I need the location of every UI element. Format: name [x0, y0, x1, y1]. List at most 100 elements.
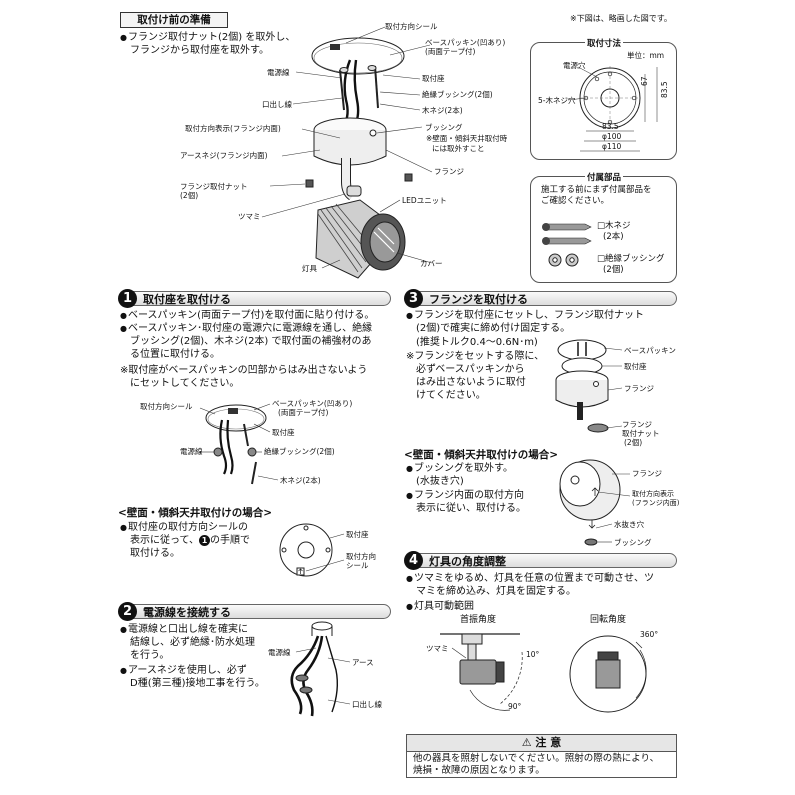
s3-line-6: はみ出さないように取付 [406, 377, 526, 388]
s4-header: 灯具の角度調整 [406, 553, 677, 568]
s1-wall-label-dir: 取付方向 [346, 552, 376, 561]
prep-label-nut: フランジ取付ナット [180, 182, 248, 191]
s3-title: フランジを取付ける [429, 293, 528, 306]
prep-label-light: 灯具 [302, 264, 317, 273]
prep-label-led: LEDユニット [402, 196, 447, 205]
caution-title: 注 意 [535, 736, 562, 749]
prep-label-seal: 取付方向シール [385, 22, 438, 31]
s2-line-1: 電源線と口出し線を確実に [120, 623, 248, 637]
caution-header: ⚠ 注 意 [407, 735, 676, 752]
s1-label-screw: 木ネジ(2本) [280, 476, 321, 485]
s2-line-4: アースネジを使用し、必ず [120, 664, 247, 678]
s1-label-packing2: (両面テープ付) [278, 408, 329, 417]
prep-title: 取付け前の準備 [137, 14, 211, 26]
s2-line-5: D種(第三種)接地工事を行う。 [130, 678, 265, 689]
s3-line-4: ※フランジをセットする際に、 [406, 351, 545, 362]
s1-wall-2-num: 1 [199, 535, 210, 546]
s3-line-2: (2個)で確実に締め付け固定する。 [416, 323, 571, 334]
prep-label-nut2: (2個) [180, 191, 199, 200]
s3-wall-3: フランジ内面の取付方向 [406, 489, 524, 503]
dims-d4: φ100 [602, 132, 622, 141]
s1-title: 取付座を取付ける [143, 293, 231, 306]
s3-wall-label-dir: 取付方向表示 [632, 490, 674, 498]
dims-d5: φ110 [602, 142, 622, 151]
s1-line-1: ベースパッキン(両面テープ付)を取付面に貼り付ける。 [120, 309, 374, 323]
prep-label-wall: ※壁面・傾斜天井取付時 [426, 134, 508, 143]
s3-wall-title: <壁面・傾斜天井取付けの場合> [404, 449, 559, 461]
s1-line-5: ※取付座がベースパッキンの凹部からはみ出さないよう [120, 365, 368, 376]
bushing-icon [548, 253, 579, 267]
s4-angle-90: 90° [508, 702, 522, 711]
s3-wall-2: (水抜き穴) [416, 476, 464, 487]
s3-wall-1: ブッシングを取外す。 [406, 462, 513, 476]
acc-item-2: □絶縁ブッシング [597, 254, 665, 264]
s3-line-7: けてください。 [406, 390, 486, 401]
s1-line-4: る位置に取付ける。 [130, 349, 220, 360]
s3-wall-label-flange: フランジ [632, 469, 662, 478]
s3-label-flange: フランジ [624, 384, 654, 393]
prep-text-2: フランジから取付座を取外す。 [130, 45, 269, 56]
s2-line-2: 結線し、必ず絶縁･防水処理 [130, 637, 255, 648]
s3-header: フランジを取付ける [406, 291, 677, 306]
screw-icon [542, 223, 592, 245]
prep-label-knob: ツマミ [238, 212, 261, 221]
s1-header: 取付座を取付ける [120, 291, 391, 306]
caution-line-2: 焼損・故障の原因となります。 [413, 765, 545, 776]
top-note: ※下図は、略画した図です。 [570, 14, 672, 23]
acc-item-1b: (2本) [603, 232, 624, 242]
s1-label-base: 取付座 [272, 428, 295, 437]
s3-label-nut3: (2個) [624, 438, 643, 447]
s1-wall-3: 取付ける。 [130, 548, 180, 559]
prep-label-busing: ブッシング [425, 123, 463, 132]
s3-line-5: 必ずベースパッキンから [406, 364, 525, 375]
s1-wall-1: 取付座の取付方向シールの [120, 521, 248, 535]
acc-item-1: □木ネジ [597, 221, 631, 231]
s1-label-bushing: 絶縁ブッシング(2個) [264, 447, 335, 456]
s3-number: 3 [404, 289, 423, 308]
prep-label-packing2: (両面テープ付) [425, 47, 476, 56]
s3-label-packing: ベースパッキン [624, 346, 676, 355]
s1-label-packing: ベースパッキン(凹あり) [272, 399, 353, 408]
prep-text-1: フランジ取付ナット(2個) を取外し、 [120, 31, 295, 45]
s2-label-earth: アース [352, 658, 374, 667]
s3-label-nut: フランジ [622, 420, 652, 429]
s4-angle-360: 360° [640, 630, 659, 639]
s4-title: 灯具の角度調整 [429, 555, 506, 568]
s1-line-2: ベースパッキン･取付座の電源穴に電源線を通し、絶縁 [120, 322, 372, 336]
s2-line-3: を行う。 [130, 650, 170, 661]
s3-label-base: 取付座 [624, 362, 647, 371]
s2-title: 電源線を接続する [143, 606, 231, 619]
prep-title-box: 取付け前の準備 [120, 12, 228, 28]
s1-wall-label-seal: シール [346, 561, 369, 570]
caution-box: ⚠ 注 意 他の器具を照射しないでください。照射の際の熱により、 焼損・故障の原… [406, 734, 677, 778]
prep-label-wall2: には取外すこと [432, 144, 485, 153]
prep-label-dir: 取付方向表示(フランジ内面) [185, 124, 281, 133]
s2-number: 2 [118, 602, 137, 621]
dims-hole: 電源穴 [563, 61, 586, 70]
caution-line-1: 他の器具を照射しないでください。照射の際の熱により、 [413, 753, 660, 764]
s3-wall-label-drain: 水抜き穴 [614, 520, 644, 529]
warning-icon: ⚠ [521, 736, 536, 749]
s3-wall-label-bushing: ブッシング [614, 538, 652, 547]
s2-header: 電源線を接続する [120, 604, 391, 619]
acc-item-2b: (2個) [603, 265, 624, 275]
s1-label-power: 電源線 [180, 447, 203, 456]
dims-screw-hole: 5-木ネジ穴 [538, 96, 576, 105]
s3-label-nut2: 取付ナット [622, 429, 660, 438]
light-body [315, 199, 406, 279]
s1-wall-label-base: 取付座 [346, 530, 369, 539]
prep-label-packing: ベースパッキン(凹あり) [425, 38, 506, 47]
s3-wall-label-dir2: (フランジ内面) [632, 499, 680, 507]
s1-line-6: にセットしてください。 [120, 378, 240, 389]
acc-text-2: ご確認ください。 [541, 196, 610, 206]
prep-label-screw: 木ネジ(2本) [422, 106, 463, 115]
s2-label-power: 電源線 [268, 648, 291, 657]
prep-label-outlet: 口出し線 [262, 100, 292, 109]
